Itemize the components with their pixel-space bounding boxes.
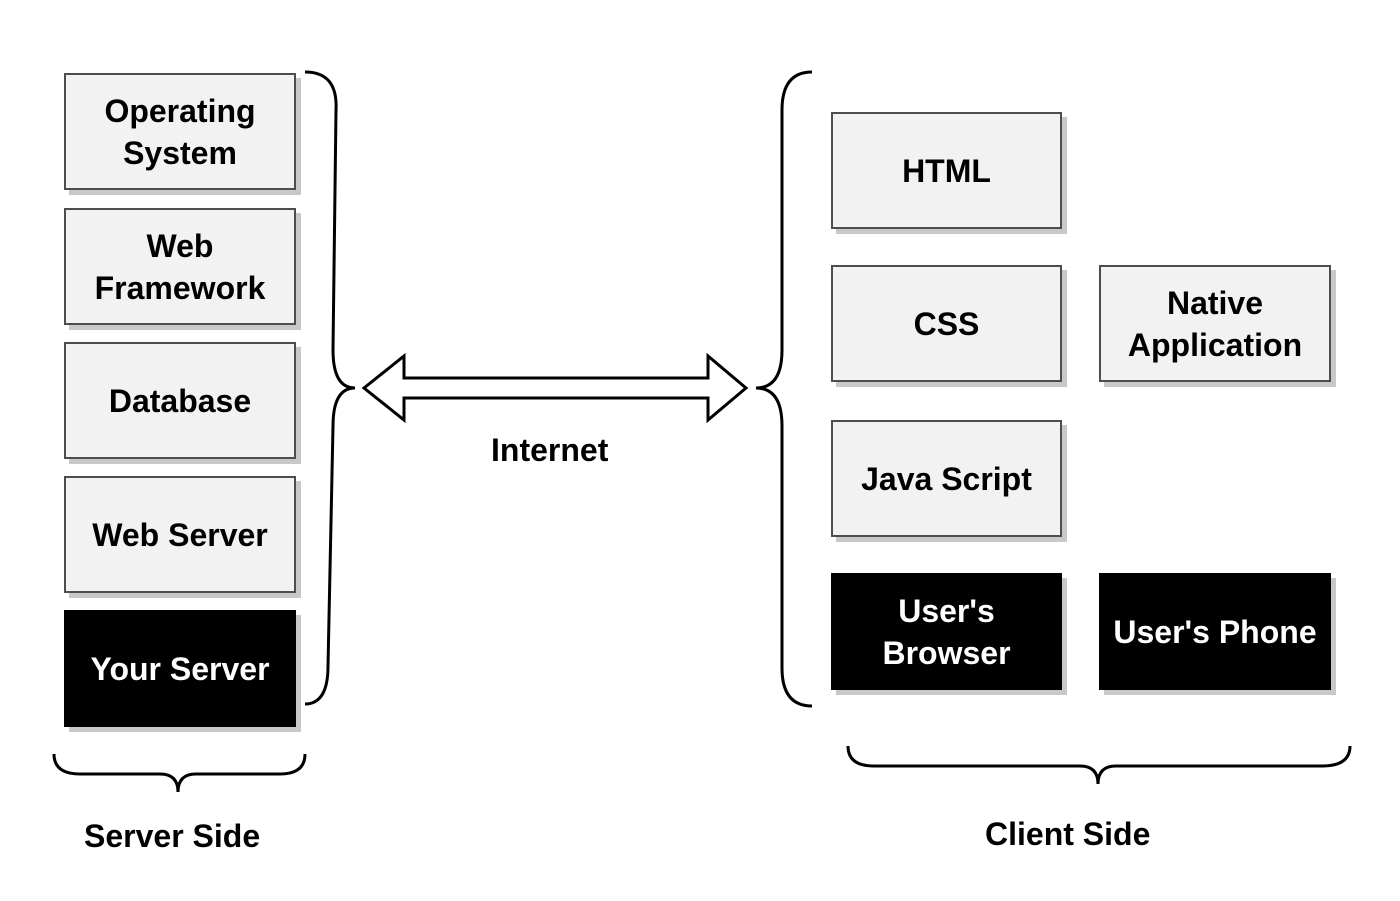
client-side-brace [846,745,1352,785]
native-application-box: Native Application [1099,265,1331,382]
your-server-box: Your Server [64,610,296,727]
web-server-box: Web Server [64,476,296,593]
internet-double-arrow [361,352,749,424]
server-side-brace [52,753,307,793]
client-side-caption: Client Side [985,816,1151,852]
web-framework-box: Web Framework [64,208,296,325]
internet-label: Internet [491,432,609,468]
database-box: Database [64,342,296,459]
client-stack-brace [755,70,813,708]
users-browser-box: User's Browser [831,573,1062,690]
server-stack-brace [304,70,356,706]
users-phone-box: User's Phone [1099,573,1331,690]
css-box: CSS [831,265,1062,382]
html-box: HTML [831,112,1062,229]
operating-system-box: Operating System [64,73,296,190]
java-script-box: Java Script [831,420,1062,537]
server-side-caption: Server Side [84,818,261,854]
